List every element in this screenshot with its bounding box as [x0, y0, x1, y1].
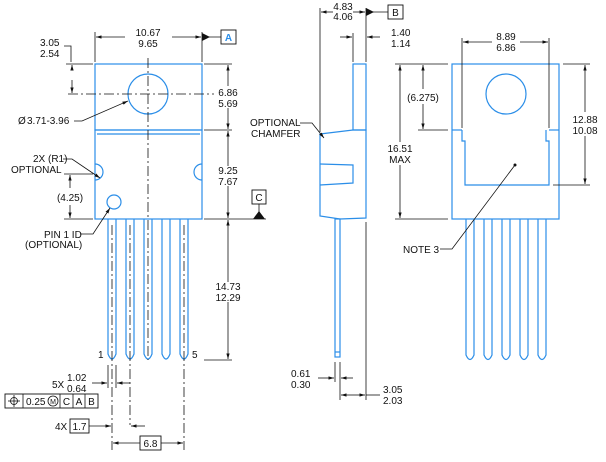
fcf-modifier: M	[50, 399, 56, 406]
fcf-tolerance: 0.25	[26, 397, 46, 408]
datum-b: B	[392, 8, 399, 19]
chamfer-label-2: CHAMFER	[251, 129, 300, 140]
back-leads	[465, 219, 547, 361]
notch-left	[94, 163, 104, 181]
pitch-value: 1.7	[73, 422, 87, 433]
width-min: 9.65	[138, 39, 158, 50]
pin-5-number: 5	[192, 350, 198, 361]
tab-height-max: 6.86	[218, 88, 238, 99]
lead-width-prefix: 5X	[52, 380, 65, 391]
hole-dim: 3.71-3.96	[27, 116, 70, 127]
notch-height-dim: (4.25)	[57, 193, 83, 204]
feature-control-frame: 0.25 M C A B	[4, 393, 99, 409]
tab-thickness-min: 1.14	[391, 39, 411, 50]
tab-top-min: 2.54	[40, 49, 60, 60]
fcf-datum-2: A	[76, 397, 83, 408]
notch-right	[193, 163, 203, 181]
back-outline	[451, 63, 560, 220]
tab-top-max: 3.05	[40, 38, 60, 49]
pin1-marker	[106, 194, 122, 210]
span-value: 6.8	[144, 439, 158, 450]
thickness-min: 4.06	[333, 12, 353, 23]
total-height-max-label: MAX	[389, 155, 411, 166]
body-height-max: 9.25	[218, 166, 238, 177]
datum-c-box	[251, 189, 267, 205]
back-view: 8.89 6.86 16.51 MAX (6.275) 12.88 10.08 …	[387, 32, 598, 361]
lead-width-max: 1.02	[67, 373, 87, 384]
back-hole	[485, 73, 527, 115]
body-outline	[94, 129, 203, 220]
lead-offset-max: 3.05	[383, 385, 403, 396]
width-max: 10.67	[135, 28, 160, 39]
lead-thickness-min: 0.30	[291, 380, 311, 391]
side-lead	[334, 218, 341, 358]
side-body	[319, 129, 367, 220]
position-icon	[8, 395, 20, 407]
thermal-pad	[461, 130, 550, 186]
lead-length-min: 12.29	[215, 293, 240, 304]
datum-c: C	[255, 193, 262, 204]
lead-thickness-max: 0.61	[291, 369, 311, 380]
lead-width-min: 0.64	[67, 384, 87, 395]
notch-label-2: OPTIONAL	[11, 165, 62, 176]
pitch-prefix: 4X	[55, 422, 68, 433]
fcf-datum-1: C	[63, 397, 70, 408]
datum-b-box	[387, 4, 404, 20]
hole-position-dim: (6.275)	[407, 93, 439, 104]
diameter-symbol: Ø	[18, 116, 26, 127]
front-view: 10.67 9.65 A 3.05 2.54 Ø 3.71-3.96 6.86 …	[4, 28, 267, 451]
pin1-label-1: PIN 1 ID	[44, 230, 82, 241]
chamfer-label-1: OPTIONAL	[250, 118, 301, 129]
pad-width-min: 6.86	[496, 43, 516, 54]
note-3-label: NOTE 3	[403, 245, 440, 256]
tab-thickness-max: 1.40	[391, 28, 411, 39]
lead-offset-min: 2.03	[383, 396, 403, 407]
datum-a-box	[220, 29, 237, 45]
total-height: 16.51	[387, 144, 412, 155]
body-height-min: 7.67	[218, 177, 238, 188]
side-tab	[352, 63, 367, 131]
pad-width-max: 8.89	[496, 32, 516, 43]
pin-1-number: 1	[98, 350, 104, 361]
fcf-datum-3: B	[88, 397, 95, 408]
pad-height-min: 10.08	[572, 126, 597, 137]
tab-height-min: 5.69	[218, 99, 238, 110]
thickness-max: 4.83	[333, 2, 353, 13]
side-view: 4.83 4.06 B 1.40 1.14 OPTIONAL CHAMFER 0…	[250, 2, 411, 407]
datum-a: A	[225, 33, 232, 44]
pad-height-max: 12.88	[572, 115, 597, 126]
lead-length-max: 14.73	[215, 282, 240, 293]
pin1-label-2: (OPTIONAL)	[25, 240, 82, 251]
notch-label-1: 2X (R1)	[33, 154, 67, 165]
